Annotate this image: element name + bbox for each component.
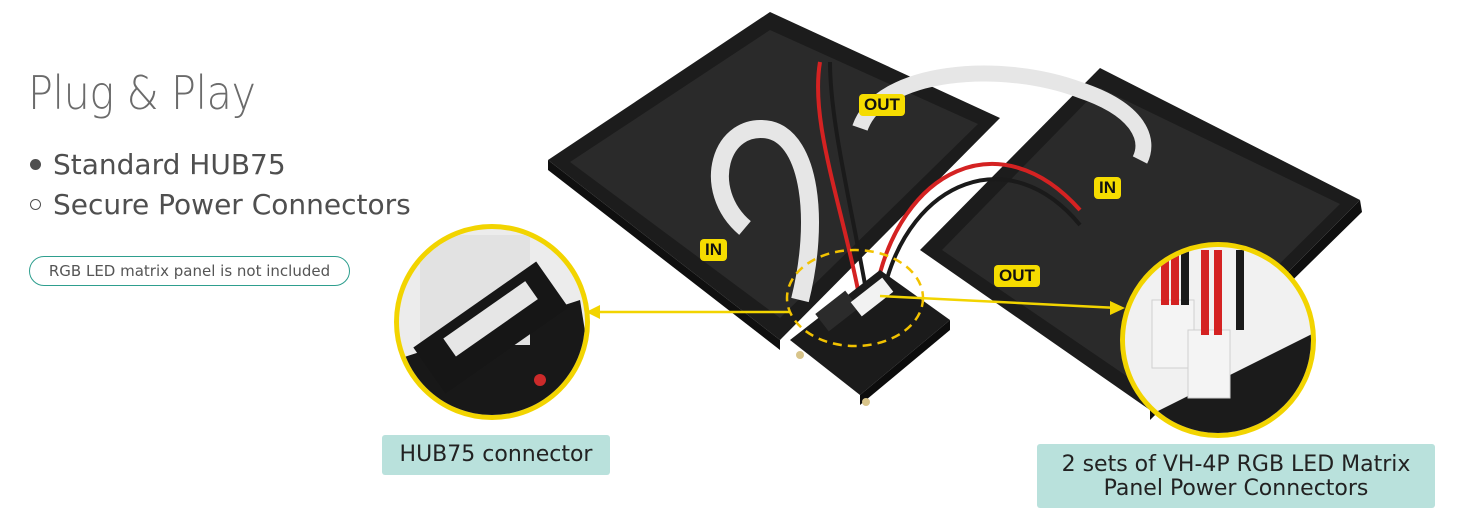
bullet-open-icon: [30, 199, 41, 210]
power-connector-callout: 2 sets of VH-4P RGB LED Matrix Panel Pow…: [1037, 444, 1435, 508]
zoom-power: [1120, 242, 1316, 438]
hub75-callout: HUB75 connector: [382, 435, 610, 475]
ribbon-cable-left: [711, 120, 819, 303]
ribbon-cable-top: [852, 65, 1152, 164]
not-included-notice: RGB LED matrix panel is not included: [29, 256, 350, 286]
power-wire-black-a: [828, 61, 868, 291]
power-callout-line-2: Panel Power Connectors: [1103, 476, 1369, 501]
bullet-filled-icon: [30, 159, 41, 170]
in-tag: IN: [1094, 177, 1121, 199]
power-callout-line-1: 2 sets of VH-4P RGB LED Matrix: [1061, 452, 1411, 477]
page-title: Plug & Play: [28, 66, 256, 120]
led-panel-right: [920, 68, 1362, 420]
feature-label: Standard HUB75: [53, 148, 286, 181]
leader-line-right: [879, 294, 1119, 310]
feature-item: Secure Power Connectors: [30, 188, 411, 221]
power-wire-black-b: [882, 177, 1082, 291]
out-tag: OUT: [994, 265, 1040, 287]
out-tag: OUT: [859, 94, 905, 116]
leader-arrow-right: [1110, 301, 1125, 315]
leader-arrow-left: [586, 305, 600, 319]
zoom-hub75: [394, 224, 590, 420]
in-tag: IN: [700, 239, 727, 261]
power-wire-red-b: [874, 162, 1082, 291]
feature-label: Secure Power Connectors: [53, 188, 411, 221]
feature-item: Standard HUB75: [30, 148, 286, 181]
adapter-board: [790, 270, 950, 406]
power-wire-red-a: [816, 61, 860, 291]
